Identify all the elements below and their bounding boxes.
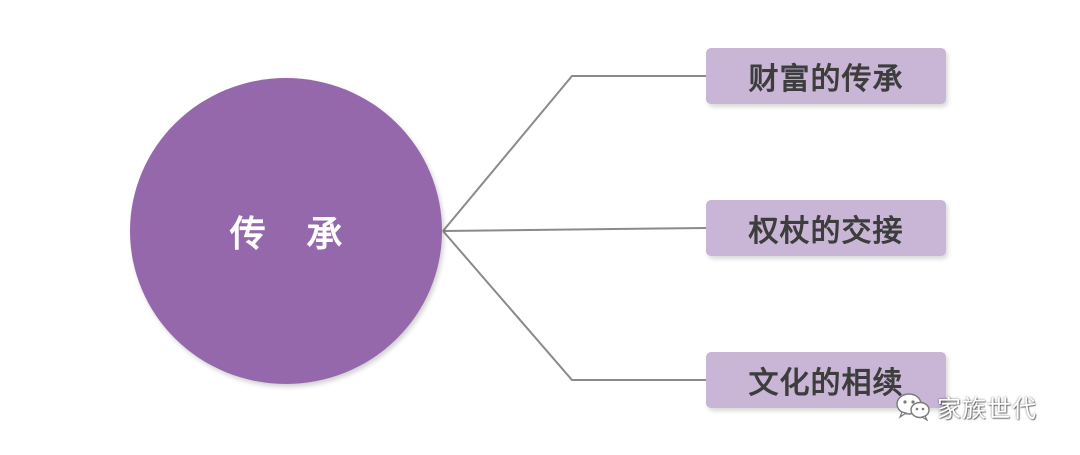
hub-circle: 传 承 <box>130 78 442 384</box>
branch-box-wealth: 财富的传承 <box>706 48 946 104</box>
branch-label: 权杖的交接 <box>748 214 904 249</box>
connector-line-wealth <box>442 75 706 232</box>
hub-label: 传 承 <box>229 213 357 255</box>
branch-label: 文化的相续 <box>748 366 904 401</box>
watermark-text: 家族世代 <box>937 394 1037 423</box>
branch-box-power: 权杖的交接 <box>706 200 946 256</box>
wechat-icon <box>896 393 930 421</box>
branch-label: 财富的传承 <box>748 62 904 97</box>
watermark: 家族世代 <box>895 388 1037 424</box>
connector-line-power <box>442 227 707 232</box>
connector-line-culture <box>442 230 706 381</box>
